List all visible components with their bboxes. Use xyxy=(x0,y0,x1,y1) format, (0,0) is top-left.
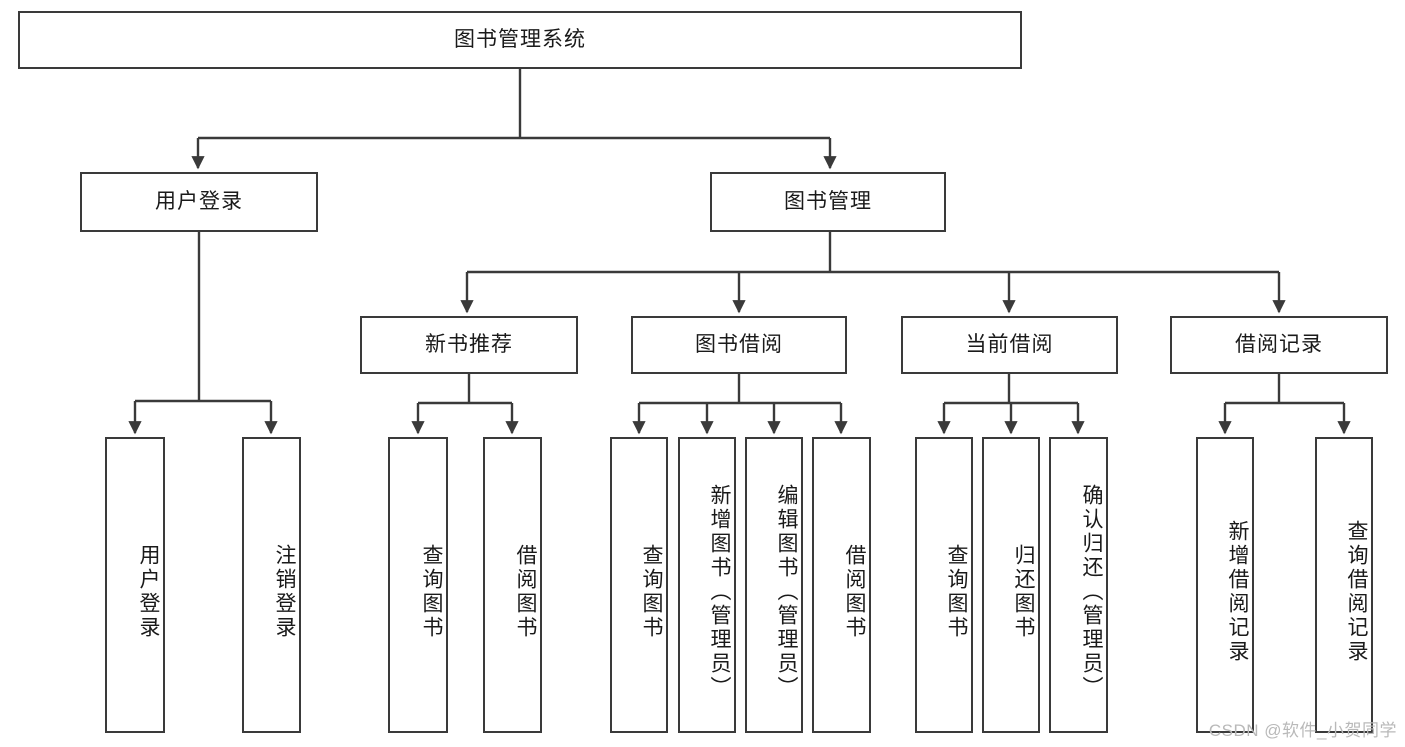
node-root[interactable]: 图书管理系统 xyxy=(18,11,1022,69)
leaf-add-borrow-record[interactable]: 新增借阅记录 xyxy=(1196,437,1254,733)
leaf-edit-book-admin[interactable]: 编辑图书（管理员） xyxy=(745,437,803,733)
node-new-book-recommend[interactable]: 新书推荐 xyxy=(360,316,578,374)
leaf-query-books-recommend[interactable]: 查询图书 xyxy=(388,437,448,733)
leaf-return-book[interactable]: 归还图书 xyxy=(982,437,1040,733)
node-root-label: 图书管理系统 xyxy=(454,28,586,52)
leaf-query-books-borrow-label: 查询图书 xyxy=(640,544,663,640)
watermark: CSDN @软件_小贺同学 xyxy=(1208,721,1397,740)
leaf-edit-book-admin-label: 编辑图书（管理员） xyxy=(775,484,798,700)
node-borrow-record[interactable]: 借阅记录 xyxy=(1170,316,1388,374)
node-borrow-record-label: 借阅记录 xyxy=(1235,333,1323,357)
leaf-logout[interactable]: 注销登录 xyxy=(242,437,301,733)
node-book-management[interactable]: 图书管理 xyxy=(710,172,946,232)
leaf-borrow-books-recommend-label: 借阅图书 xyxy=(514,544,537,640)
node-book-borrow-label: 图书借阅 xyxy=(695,333,783,357)
leaf-query-borrow-record[interactable]: 查询借阅记录 xyxy=(1315,437,1373,733)
leaf-query-books-current[interactable]: 查询图书 xyxy=(915,437,973,733)
node-new-book-recommend-label: 新书推荐 xyxy=(425,333,513,357)
leaf-add-borrow-record-label: 新增借阅记录 xyxy=(1226,520,1249,664)
leaf-user-login-label: 用户登录 xyxy=(137,544,160,640)
leaf-confirm-return-admin-label: 确认归还（管理员） xyxy=(1080,484,1103,700)
leaf-query-books-recommend-label: 查询图书 xyxy=(420,544,443,640)
leaf-borrow-book[interactable]: 借阅图书 xyxy=(812,437,871,733)
node-user-login[interactable]: 用户登录 xyxy=(80,172,318,232)
leaf-user-login[interactable]: 用户登录 xyxy=(105,437,165,733)
leaf-confirm-return-admin[interactable]: 确认归还（管理员） xyxy=(1049,437,1108,733)
node-book-borrow[interactable]: 图书借阅 xyxy=(631,316,847,374)
node-book-management-label: 图书管理 xyxy=(784,190,872,214)
node-current-borrow[interactable]: 当前借阅 xyxy=(901,316,1118,374)
node-current-borrow-label: 当前借阅 xyxy=(965,333,1054,357)
leaf-query-books-borrow[interactable]: 查询图书 xyxy=(610,437,668,733)
leaf-logout-label: 注销登录 xyxy=(273,544,296,640)
leaf-borrow-book-label: 借阅图书 xyxy=(843,544,866,640)
leaf-borrow-books-recommend[interactable]: 借阅图书 xyxy=(483,437,542,733)
leaf-add-book-admin[interactable]: 新增图书（管理员） xyxy=(678,437,736,733)
leaf-return-book-label: 归还图书 xyxy=(1012,544,1035,640)
leaf-query-books-current-label: 查询图书 xyxy=(945,544,968,640)
node-user-login-label: 用户登录 xyxy=(155,190,243,214)
leaf-add-book-admin-label: 新增图书（管理员） xyxy=(708,484,731,700)
leaf-query-borrow-record-label: 查询借阅记录 xyxy=(1345,520,1368,664)
